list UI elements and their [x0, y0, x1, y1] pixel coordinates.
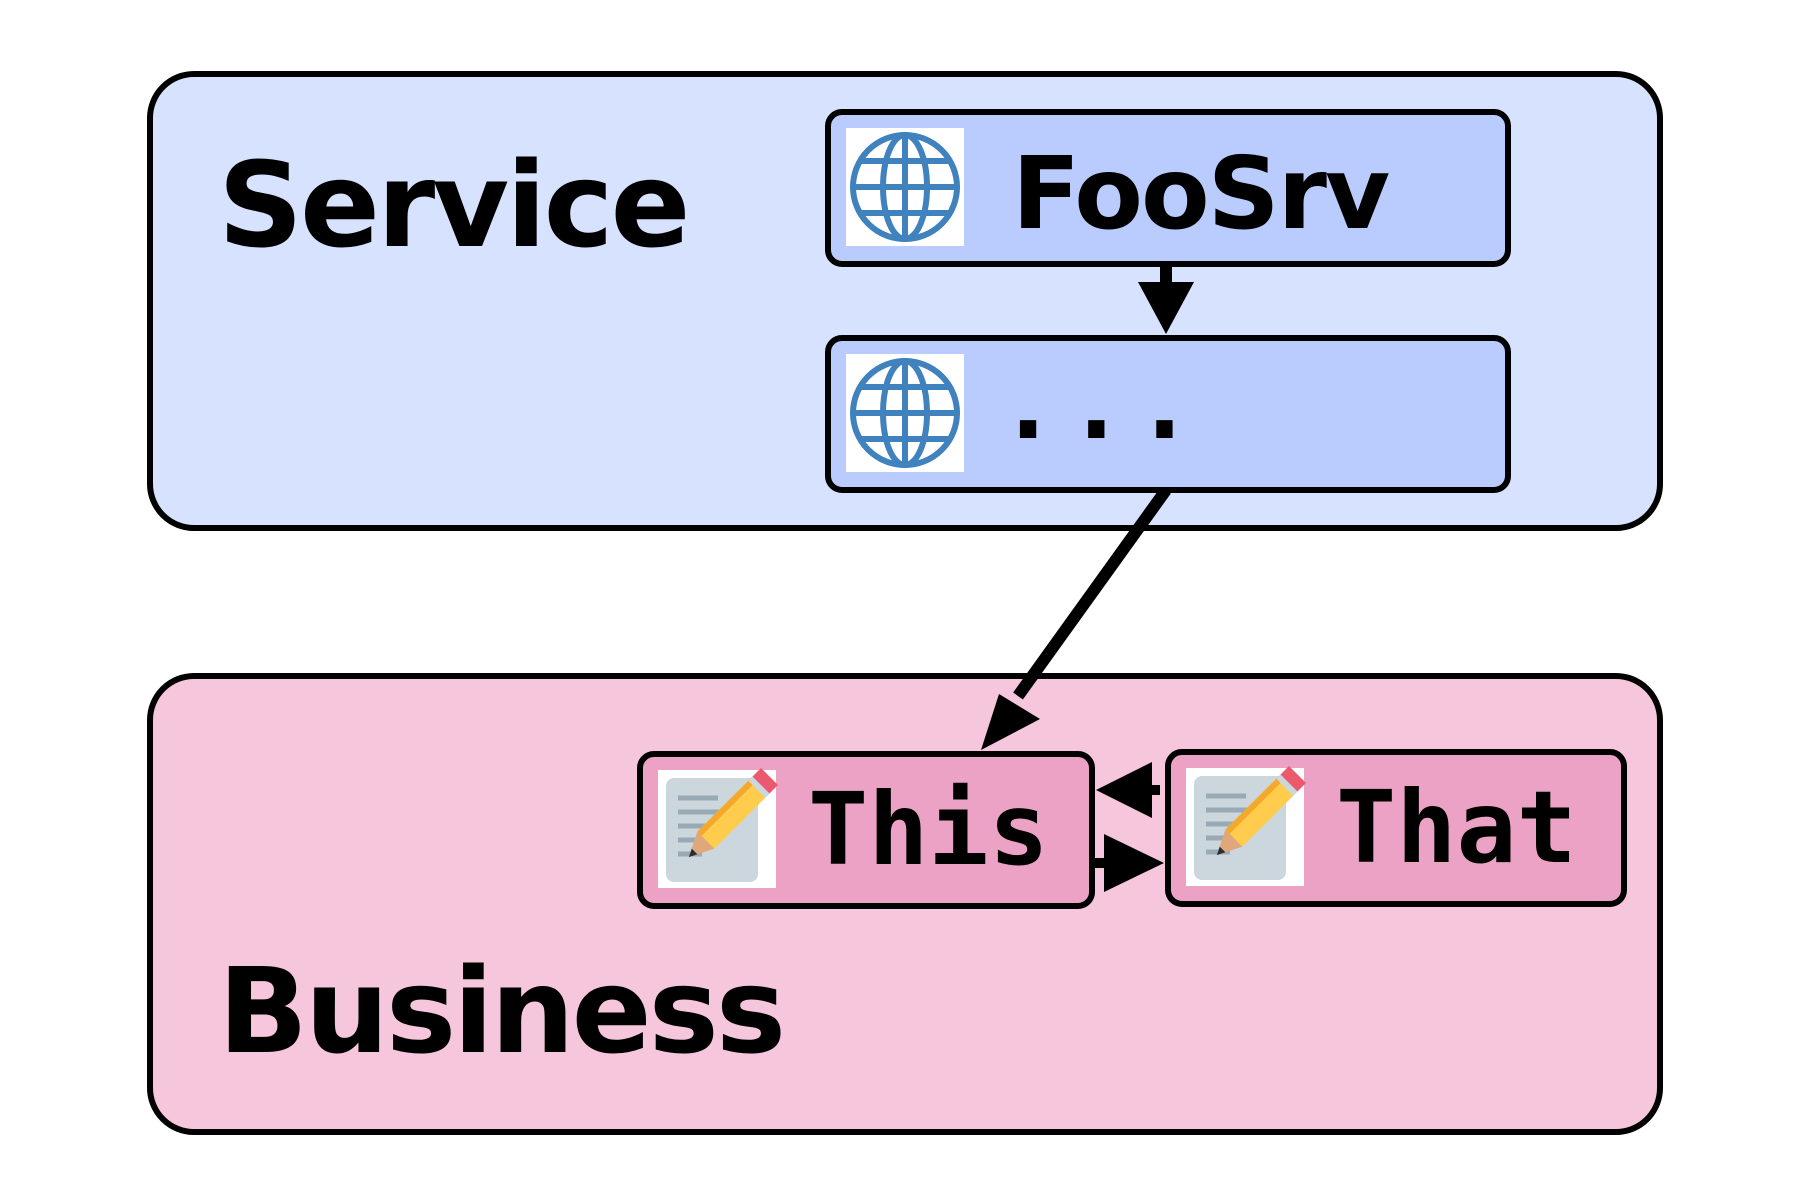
node-that[interactable]: That [1165, 749, 1627, 907]
node-ellipsis[interactable]: ... [825, 335, 1511, 493]
edge-ellipsis-to-this [981, 486, 1171, 750]
node-foosrv[interactable]: FooSrv [825, 109, 1511, 267]
node-ellipsis-label: ... [998, 345, 1203, 462]
node-ellipsis-box [825, 335, 1511, 493]
service-group-title: Service [218, 136, 688, 274]
node-this-label: This [808, 771, 1049, 888]
edge-that-to-this [1096, 762, 1160, 818]
memo-icon [658, 768, 778, 888]
node-that-label: That [1336, 769, 1577, 886]
business-group-title: Business [218, 942, 783, 1080]
globe-icon [846, 128, 964, 246]
memo-icon [1186, 766, 1306, 886]
node-foosrv-label: FooSrv [1012, 135, 1389, 252]
edge-this-to-that [1094, 834, 1164, 892]
globe-icon [846, 354, 964, 472]
node-foosrv-box [825, 109, 1511, 267]
node-this[interactable]: This [637, 751, 1095, 909]
